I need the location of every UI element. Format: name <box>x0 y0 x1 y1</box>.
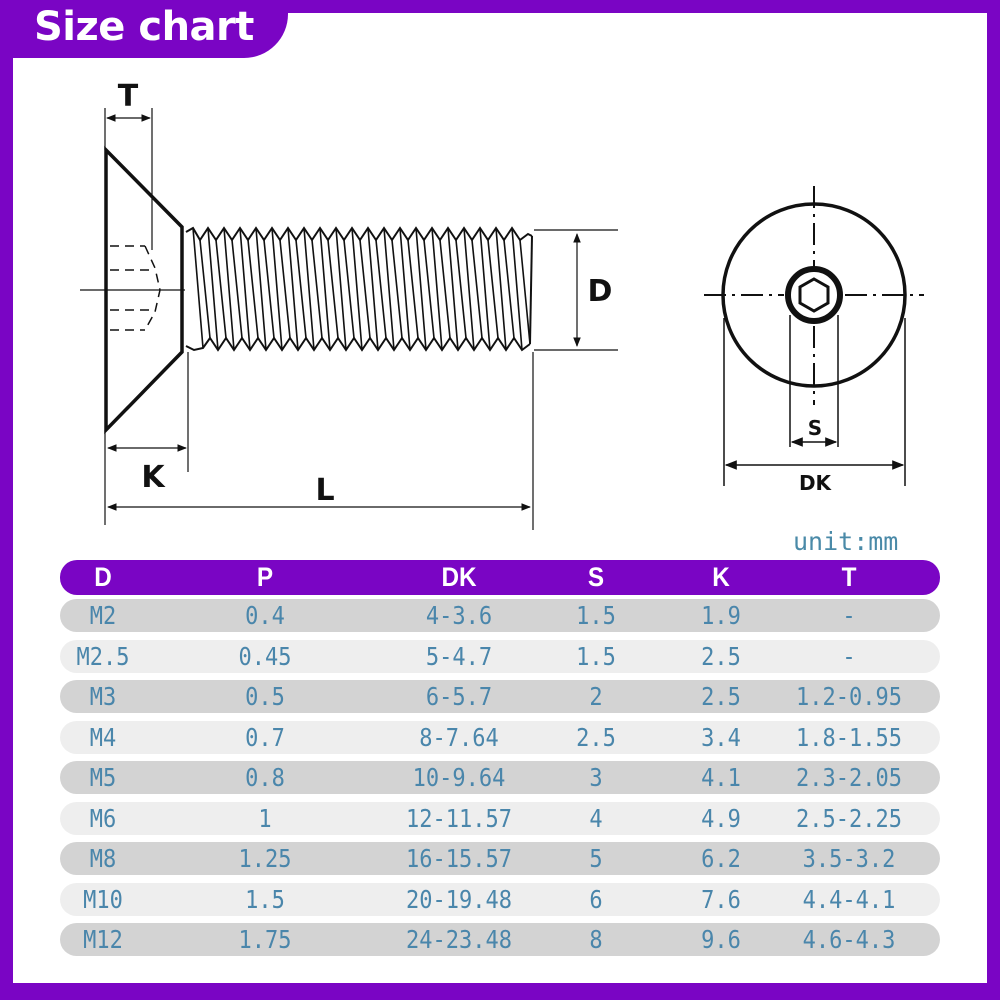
header-k: K <box>712 562 730 592</box>
cell-t: 2.5-2.25 <box>796 803 902 833</box>
table-row: M5 0.8 10-9.64 3 4.1 2.3-2.05 <box>60 761 940 794</box>
cell-d: M8 <box>89 844 117 873</box>
cell-p: 1.25 <box>238 844 292 873</box>
table-row: M4 0.7 8-7.64 2.5 3.4 1.8-1.55 <box>60 720 940 754</box>
cell-s: 1.5 <box>576 601 616 630</box>
table-row: M2 0.4 4-3.6 1.5 1.9 - <box>60 599 940 632</box>
title-banner: Size chart <box>0 0 288 58</box>
header-d: D <box>94 562 112 592</box>
cell-k: 4.9 <box>701 803 741 833</box>
header-dk: DK <box>441 562 477 592</box>
cell-d: M3 <box>89 682 117 711</box>
table-row: M6 1 12-11.57 4 4.9 2.5-2.25 <box>60 801 940 835</box>
label-D: D <box>588 274 613 309</box>
cell-s: 4 <box>589 803 603 833</box>
cell-p: 0.5 <box>245 682 285 711</box>
cell-dk: 20-19.48 <box>406 884 512 914</box>
cell-t: 4.4-4.1 <box>802 884 896 914</box>
cell-t: 1.8-1.55 <box>796 722 902 752</box>
cell-k: 1.9 <box>701 601 741 630</box>
table-row: M2.5 0.45 5-4.7 1.5 2.5 - <box>60 639 940 673</box>
cell-dk: 24-23.48 <box>406 925 512 954</box>
cell-p: 1 <box>258 803 272 833</box>
cell-p: 0.4 <box>245 601 285 630</box>
table-row: M10 1.5 20-19.48 6 7.6 4.4-4.1 <box>60 882 940 916</box>
table-row: M3 0.5 6-5.7 2 2.5 1.2-0.95 <box>60 680 940 713</box>
cell-t: 3.5-3.2 <box>802 844 896 873</box>
cell-d: M10 <box>83 884 123 914</box>
table-row: M12 1.75 24-23.48 8 9.6 4.6-4.3 <box>60 923 940 956</box>
cell-s: 5 <box>589 844 603 873</box>
cell-k: 2.5 <box>701 641 741 671</box>
cell-k: 9.6 <box>701 925 741 954</box>
page-title: Size chart <box>34 4 254 50</box>
cell-k: 3.4 <box>701 722 741 752</box>
unit-label: unit:mm <box>793 527 899 556</box>
cell-s: 6 <box>589 884 603 914</box>
table-row: M8 1.25 16-15.57 5 6.2 3.5-3.2 <box>60 842 940 875</box>
cell-s: 2.5 <box>576 722 616 752</box>
cell-d: M4 <box>89 722 117 752</box>
cell-dk: 5-4.7 <box>425 641 493 671</box>
cell-dk: 16-15.57 <box>406 844 512 873</box>
top-view-screw-head-icon <box>704 186 924 486</box>
label-L: L <box>315 473 334 508</box>
cell-t: - <box>842 641 856 671</box>
cell-dk: 10-9.64 <box>412 763 506 792</box>
cell-t: - <box>842 601 856 630</box>
header-s: S <box>587 562 605 592</box>
cell-p: 1.5 <box>245 884 285 914</box>
size-table: D P DK S K T M2 0.4 4-3.6 1.5 1.9 - M2.5 0.45 5… <box>60 560 940 964</box>
side-view-screw-icon <box>80 108 618 530</box>
label-T: T <box>118 79 139 114</box>
label-S: S <box>808 416 822 440</box>
cell-dk: 6-5.7 <box>425 682 493 711</box>
cell-p: 1.75 <box>238 925 292 954</box>
cell-p: 0.8 <box>245 763 285 792</box>
cell-t: 2.3-2.05 <box>796 763 902 792</box>
cell-k: 2.5 <box>701 682 741 711</box>
cell-dk: 8-7.64 <box>419 722 499 752</box>
cell-d: M2 <box>89 601 117 630</box>
cell-s: 2 <box>589 682 603 711</box>
cell-t: 1.2-0.95 <box>796 682 902 711</box>
cell-d: M12 <box>83 925 123 954</box>
cell-k: 6.2 <box>701 844 741 873</box>
header-t: T <box>841 562 857 592</box>
label-DK: DK <box>799 471 833 495</box>
cell-s: 1.5 <box>576 641 616 671</box>
cell-d: M2.5 <box>76 641 130 671</box>
cell-k: 4.1 <box>701 763 741 792</box>
screw-diagram: T D K L S DK <box>80 79 924 530</box>
table-header-row: D P DK S K T <box>60 560 940 595</box>
cell-t: 4.6-4.3 <box>802 925 896 954</box>
cell-p: 0.7 <box>245 722 285 752</box>
cell-d: M6 <box>89 803 117 833</box>
cell-dk: 12-11.57 <box>406 803 512 833</box>
cell-s: 8 <box>589 925 603 954</box>
cell-dk: 4-3.6 <box>425 601 493 630</box>
label-K: K <box>141 460 166 495</box>
cell-k: 7.6 <box>701 884 741 914</box>
cell-p: 0.45 <box>238 641 292 671</box>
cell-d: M5 <box>89 763 117 792</box>
header-p: P <box>256 562 274 592</box>
cell-s: 3 <box>589 763 603 792</box>
